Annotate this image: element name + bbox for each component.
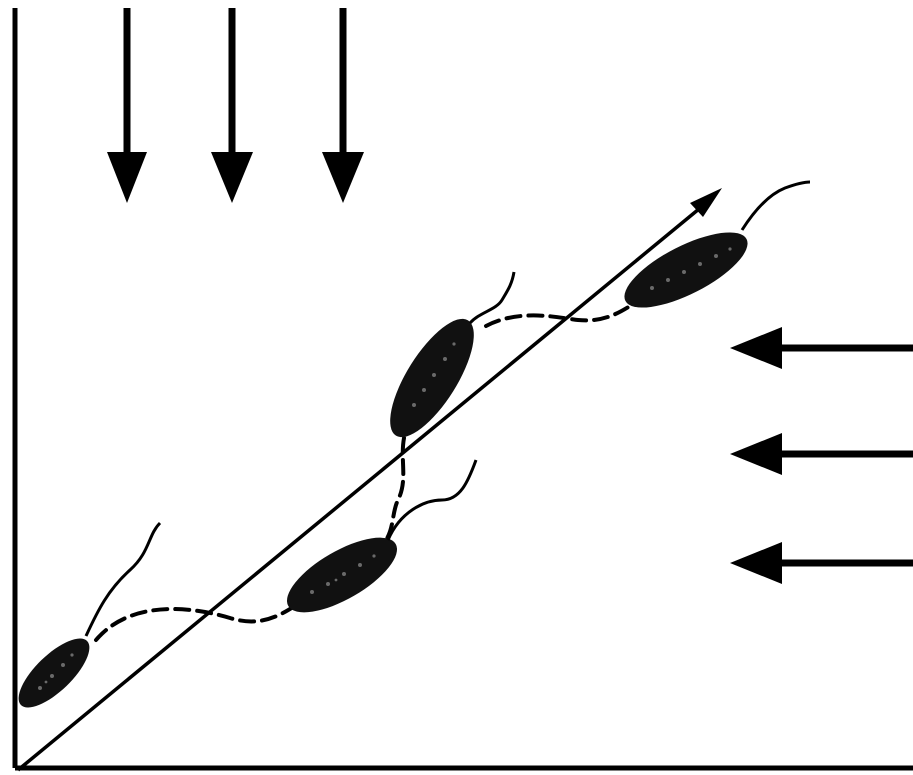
diagonal-line — [18, 188, 722, 770]
bacterium — [375, 272, 514, 449]
flagellum — [388, 460, 476, 540]
axes — [15, 8, 913, 768]
left-arrow-icon — [730, 542, 913, 584]
left-arrow-icon — [730, 433, 913, 475]
flagellum — [742, 182, 810, 230]
bacterium — [276, 460, 476, 627]
side-arrows — [730, 327, 913, 584]
down-arrow-icon — [211, 8, 253, 203]
flagellum — [470, 272, 514, 323]
left-arrow-icon — [730, 327, 913, 369]
bacterium — [8, 523, 160, 718]
down-arrow-icon — [322, 8, 364, 203]
top-arrows — [107, 8, 364, 203]
down-arrow-icon — [107, 8, 147, 203]
